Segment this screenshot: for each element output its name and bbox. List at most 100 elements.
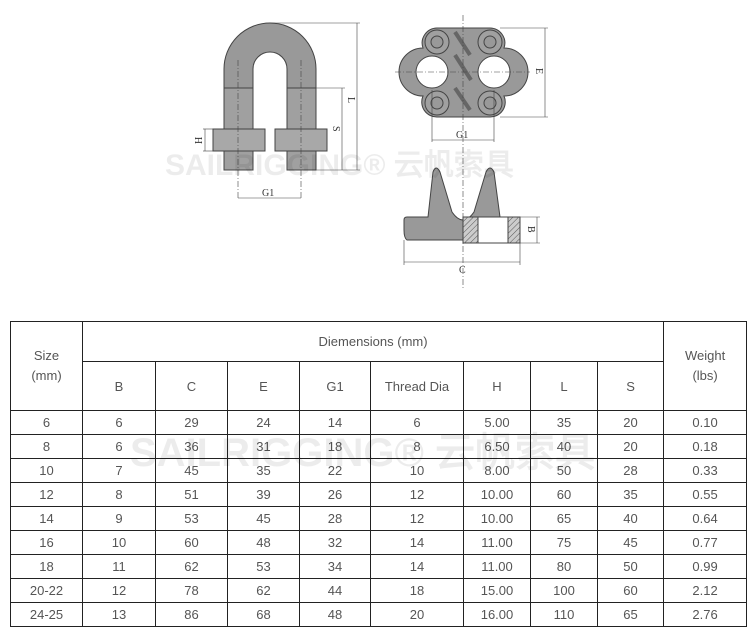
label-e: E: [533, 68, 544, 74]
table-cell: 65: [596, 602, 665, 627]
column-header: G1: [299, 361, 371, 411]
table-cell: 8.00: [463, 458, 531, 483]
table-cell: 10: [82, 530, 156, 555]
table-cell: 10: [10, 458, 83, 483]
table-cell: 6.50: [463, 434, 531, 459]
table-cell: 40: [596, 506, 665, 531]
table-cell: 45: [596, 530, 665, 555]
table-cell: 45: [227, 506, 300, 531]
table-cell: 6: [10, 410, 83, 435]
clip-top-view: [395, 15, 548, 290]
label-h: H: [194, 137, 205, 144]
table-cell: 16.00: [463, 602, 531, 627]
table-cell: 78: [155, 578, 228, 603]
table-cell: 62: [227, 578, 300, 603]
table-cell: 9: [82, 506, 156, 531]
table-cell: 14: [299, 410, 371, 435]
label-g1-right: G1: [456, 130, 468, 141]
specifications-table: Size (mm) Diemensions (mm) Weight (lbs) …: [10, 321, 748, 627]
table-cell: 2.76: [663, 602, 748, 627]
table-cell: 29: [155, 410, 228, 435]
table-cell: 15.00: [463, 578, 531, 603]
table-cell: 48: [227, 530, 300, 555]
table-cell: 60: [155, 530, 228, 555]
table-cell: 6: [82, 410, 156, 435]
table-cell: 35: [530, 410, 598, 435]
table-cell: 18: [299, 434, 371, 459]
table-cell: 45: [155, 458, 228, 483]
table-cell: 24-25: [10, 602, 83, 627]
table-cell: 22: [299, 458, 371, 483]
table-cell: 36: [155, 434, 228, 459]
table-cell: 7: [82, 458, 156, 483]
table-cell: 12: [370, 482, 464, 507]
table-cell: 12: [82, 578, 156, 603]
table-cell: 0.64: [663, 506, 748, 531]
table-cell: 80: [530, 554, 598, 579]
table-cell: 2.12: [663, 578, 748, 603]
table-cell: 28: [596, 458, 665, 483]
table-cell: 34: [299, 554, 371, 579]
weight-header: Weight (lbs): [663, 321, 748, 411]
table-cell: 14: [370, 530, 464, 555]
table-cell: 11: [82, 554, 156, 579]
table-cell: 20-22: [10, 578, 83, 603]
table-cell: 18: [10, 554, 83, 579]
column-header: H: [463, 361, 531, 411]
table-cell: 68: [227, 602, 300, 627]
table-cell: 44: [299, 578, 371, 603]
table-cell: 0.10: [663, 410, 748, 435]
table-cell: 6: [82, 434, 156, 459]
table-cell: 53: [227, 554, 300, 579]
table-cell: 0.99: [663, 554, 748, 579]
column-header: C: [155, 361, 228, 411]
column-header: E: [227, 361, 300, 411]
table-cell: 62: [155, 554, 228, 579]
table-cell: 20: [596, 410, 665, 435]
table-cell: 20: [596, 434, 665, 459]
table-cell: 10.00: [463, 506, 531, 531]
table-cell: 24: [227, 410, 300, 435]
table-cell: 110: [530, 602, 598, 627]
table-cell: 31: [227, 434, 300, 459]
table-cell: 53: [155, 506, 228, 531]
table-cell: 8: [370, 434, 464, 459]
table-cell: 14: [10, 506, 83, 531]
table-cell: 13: [82, 602, 156, 627]
table-cell: 60: [530, 482, 598, 507]
column-header: B: [82, 361, 156, 411]
column-header: Thread Dia: [370, 361, 464, 411]
table-cell: 50: [530, 458, 598, 483]
table-cell: 11.00: [463, 554, 531, 579]
table-cell: 0.55: [663, 482, 748, 507]
column-header: L: [530, 361, 598, 411]
wire-rope-clip-drawing: H S L G1 E G1: [194, 15, 548, 290]
size-header: Size (mm): [10, 321, 83, 411]
u-bolt-view: [203, 22, 360, 200]
table-cell: 12: [10, 482, 83, 507]
table-cell: 12: [370, 506, 464, 531]
clip-side-view: [403, 167, 540, 265]
table-cell: 48: [299, 602, 371, 627]
table-cell: 16: [10, 530, 83, 555]
table-cell: 32: [299, 530, 371, 555]
label-c: C: [459, 265, 466, 276]
table-cell: 10.00: [463, 482, 531, 507]
table-cell: 0.77: [663, 530, 748, 555]
table-cell: 8: [10, 434, 83, 459]
table-cell: 14: [370, 554, 464, 579]
dimensions-header: Diemensions (mm): [81, 321, 665, 362]
table-cell: 35: [227, 458, 300, 483]
table-cell: 5.00: [463, 410, 531, 435]
table-cell: 18: [370, 578, 464, 603]
label-g1-left: G1: [262, 188, 274, 199]
label-s: S: [330, 126, 341, 132]
column-header: S: [596, 361, 665, 411]
